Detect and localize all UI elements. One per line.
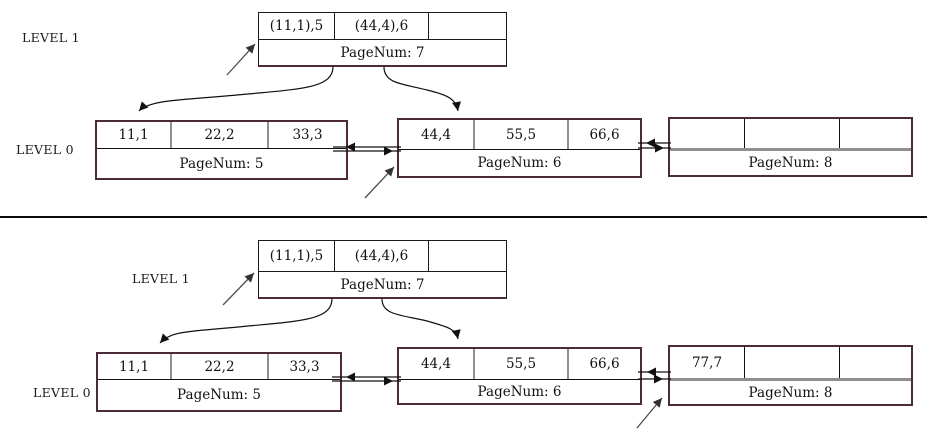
- pagenum-footer: PageNum: 5: [97, 148, 346, 178]
- record-cell: 55,5: [475, 120, 569, 149]
- index-key-cell: (11,1),5: [259, 13, 335, 39]
- pagenum-footer: PageNum: 6: [399, 379, 640, 403]
- leaf-node-page5: 11,1 22,2 33,3 PageNum: 5: [95, 120, 348, 180]
- record-cell: 33,3: [289, 358, 320, 375]
- level1-label: LEVEL 1: [132, 271, 190, 286]
- tree-edge-arrows: [159, 298, 461, 344]
- record-cell-empty: [840, 119, 911, 148]
- pointer-to-page7: [226, 43, 256, 76]
- index-node-page7: (11,1),5 (44,4),6 PageNum: 7: [258, 240, 507, 299]
- record-cell: 22,2: [172, 122, 269, 148]
- record-cell-empty: [670, 119, 745, 148]
- index-key-cell: (44,4),6: [335, 13, 429, 39]
- leaf-node-page8: 77,7 PageNum: 8: [668, 345, 913, 406]
- record-cell: 44,4: [399, 120, 475, 149]
- leaf-node-cells: 44,4 55,5 66,6: [399, 120, 640, 149]
- level1-label: LEVEL 1: [22, 30, 80, 45]
- record-cell: 44,4: [399, 349, 475, 379]
- level0-label: LEVEL 0: [16, 142, 74, 157]
- pointer-to-page7: [222, 272, 255, 306]
- edge-page7-to-page6: [383, 66, 461, 112]
- record-cell-empty: [745, 347, 840, 378]
- leaf-node-cells: 11,1 22,2 33,3: [97, 122, 346, 148]
- pagenum-footer: PageNum: 7: [259, 271, 506, 297]
- leaf-node-page8: PageNum: 8: [668, 117, 913, 177]
- index-node-cells: (11,1),5 (44,4),6: [259, 13, 506, 39]
- index-key-cell-empty: [429, 241, 506, 271]
- record-cell: 77,7: [670, 347, 745, 378]
- index-key-cell-empty: [429, 13, 506, 39]
- pagenum-footer: PageNum: 7: [259, 39, 506, 65]
- level0-label: LEVEL 0: [33, 385, 91, 400]
- pagenum-footer: PageNum: 8: [670, 148, 911, 175]
- pagenum-footer: PageNum: 5: [98, 379, 340, 410]
- record-cell-empty: [840, 347, 911, 378]
- index-node-cells: (11,1),5 (44,4),6: [259, 241, 506, 271]
- pointer-to-page6: [364, 166, 395, 199]
- pagenum-footer: PageNum: 6: [399, 149, 640, 176]
- record-cell: 33,3: [292, 127, 323, 143]
- diagram-separator-line: [0, 216, 927, 218]
- edge-page7-to-page5: [138, 66, 334, 112]
- index-key-cell: (11,1),5: [259, 241, 335, 271]
- leaf-node-cells: 11,1 22,2 33,3: [98, 354, 340, 379]
- index-node-page7: (11,1),5 (44,4),6 PageNum: 7: [258, 12, 507, 67]
- leaf-node-cells: 77,7: [670, 347, 911, 378]
- tree-edge-arrows: [138, 66, 461, 112]
- leaf-node-cells: [670, 119, 911, 148]
- leaf-node-page5: 11,1 22,2 33,3 PageNum: 5: [96, 352, 342, 412]
- edge-page7-to-page5: [159, 298, 333, 344]
- record-cell: 66,6: [589, 356, 620, 372]
- leaf-node-page6: 44,4 55,5 66,6 PageNum: 6: [397, 347, 642, 405]
- record-cell-empty: [745, 119, 840, 148]
- record-cell: 22,2: [172, 354, 269, 379]
- record-cell: 55,5: [475, 349, 569, 379]
- record-cell: 11,1: [97, 122, 172, 148]
- leaf-node-page6: 44,4 55,5 66,6 PageNum: 6: [397, 118, 642, 178]
- index-key-cell: (44,4),6: [335, 241, 429, 271]
- edge-page7-to-page6: [381, 298, 461, 340]
- leaf-node-cells: 44,4 55,5 66,6: [399, 349, 640, 379]
- record-cell: 66,6: [589, 126, 620, 143]
- record-cell: 11,1: [98, 354, 172, 379]
- pagenum-footer: PageNum: 8: [670, 378, 911, 404]
